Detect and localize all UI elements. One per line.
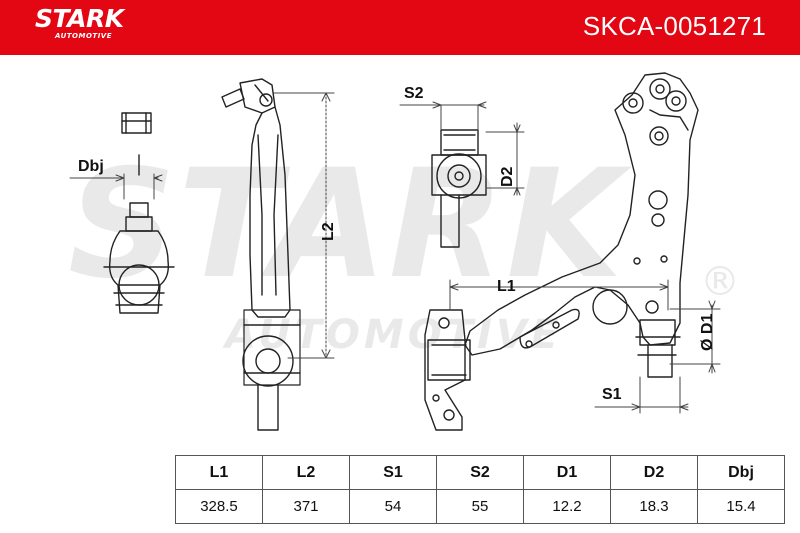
value-d1: 12.2 — [523, 489, 611, 524]
d2-label: D2 — [499, 166, 516, 187]
header-dbj: Dbj — [697, 455, 785, 490]
s2-label: S2 — [404, 85, 424, 102]
nut-drawing — [121, 112, 152, 134]
side-view-arm-drawing — [221, 78, 301, 431]
brand-logo: STARK AUTOMOTIVE — [35, 4, 124, 41]
l2-dimension: L2 — [273, 92, 337, 359]
d1-dimension: Ø D1 — [669, 300, 721, 374]
specs-header-row: L1 L2 S1 S2 D1 D2 Dbj — [175, 455, 785, 490]
dbj-label: Dbj — [78, 158, 104, 175]
header-s1: S1 — [349, 455, 437, 490]
value-l2: 371 — [262, 489, 350, 524]
brand-name: STARK — [35, 4, 124, 33]
header-d2: D2 — [610, 455, 698, 490]
watermark-registered: ® — [700, 259, 740, 305]
technical-drawing: Dbj L2 S2 D2 — [69, 72, 721, 431]
header-l1: L1 — [175, 455, 263, 490]
d1-label: Ø D1 — [699, 314, 716, 351]
brand-subtitle: AUTOMOTIVE — [55, 32, 113, 40]
part-number: SKCA-0051271 — [582, 11, 766, 41]
value-s1: 54 — [349, 489, 437, 524]
front-bushing-drawing — [424, 309, 471, 431]
header-s2: S2 — [436, 455, 524, 490]
header-l2: L2 — [262, 455, 350, 490]
bushing-drawing — [431, 129, 487, 248]
l1-dimension: L1 — [449, 278, 669, 311]
value-l1: 328.5 — [175, 489, 263, 524]
watermark-subtitle: AUTOMOTIVE — [225, 312, 563, 358]
header-bar: STARK AUTOMOTIVE SKCA-0051271 — [0, 0, 800, 55]
control-arm-drawing — [464, 72, 699, 378]
value-d2: 18.3 — [610, 489, 698, 524]
specs-table: L1 L2 S1 S2 D1 D2 Dbj 328.5 371 54 55 12… — [175, 455, 785, 524]
s2-dimension: S2 — [399, 85, 487, 131]
l1-label: L1 — [497, 278, 516, 295]
specs-value-row: 328.5 371 54 55 12.2 18.3 15.4 — [175, 489, 785, 524]
s1-label: S1 — [602, 386, 622, 403]
ball-joint-drawing — [103, 154, 175, 314]
s1-dimension: S1 — [594, 376, 689, 414]
value-s2: 55 — [436, 489, 524, 524]
d2-dimension: D2 — [485, 122, 525, 196]
dbj-dimension: Dbj — [69, 158, 163, 200]
value-dbj: 15.4 — [697, 489, 785, 524]
l2-label: L2 — [320, 222, 337, 241]
header-d1: D1 — [523, 455, 611, 490]
watermark-brand: STARK — [68, 138, 625, 312]
